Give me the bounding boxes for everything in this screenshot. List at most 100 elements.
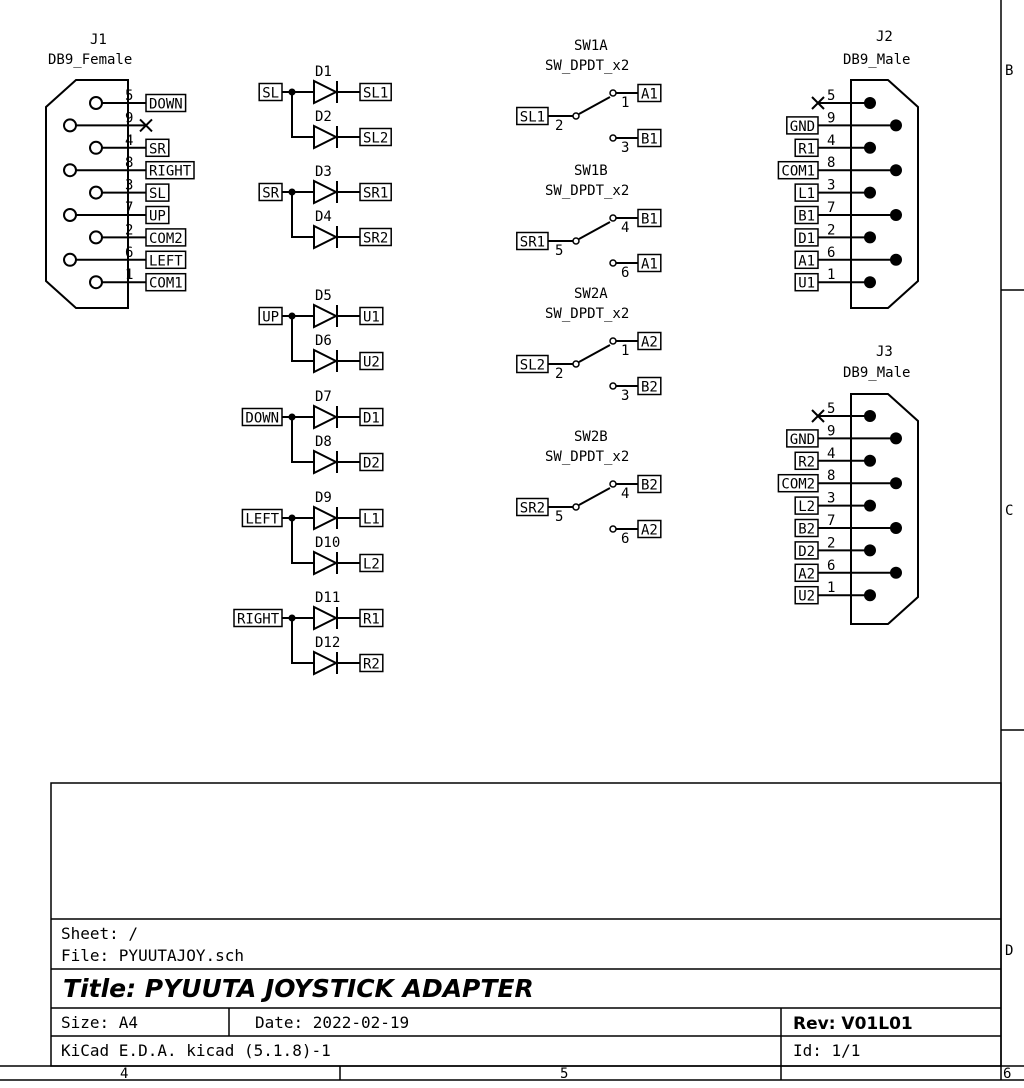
net-label-output-box — [359, 608, 384, 628]
pin-number: 6 — [621, 265, 629, 281]
net-label-box — [794, 541, 819, 560]
net-label-input: DOWN — [245, 411, 279, 427]
diode-symbol — [313, 303, 339, 329]
diode-symbol — [313, 605, 339, 631]
net-label-box — [145, 93, 187, 113]
switch-value: SW_DPDT_x2 — [545, 183, 629, 199]
net-label-box — [786, 429, 819, 448]
net-label-output: L2 — [363, 557, 380, 573]
net-label-box — [794, 563, 819, 583]
net-label: COM2 — [781, 477, 815, 493]
net-label-box — [794, 496, 819, 515]
tool-version: KiCad E.D.A. kicad (5.1.8)-1 — [61, 1041, 331, 1060]
pin-number: 4 — [125, 133, 133, 149]
net-label-output-box — [359, 227, 392, 247]
net-label-box — [794, 228, 819, 247]
diode-reference: D3 — [315, 164, 332, 180]
j3-reference: J3 — [876, 344, 893, 360]
net-label: R2 — [798, 454, 815, 470]
net-label-box — [145, 205, 170, 225]
net-label: GND — [790, 119, 815, 135]
net-label-box — [145, 228, 187, 247]
pin-number: 3 — [621, 140, 629, 156]
net-label-contact-box — [637, 128, 662, 148]
net-label-output-box — [359, 182, 392, 202]
net-label-common: SR1 — [520, 235, 545, 251]
pin-number: 2 — [827, 222, 835, 238]
switch-reference: SW2A — [574, 286, 608, 302]
net-label: D2 — [798, 544, 815, 560]
net-label-box — [786, 116, 819, 135]
net-label-box — [794, 205, 819, 225]
net-label-contact: B1 — [641, 132, 658, 148]
pin-number: 6 — [125, 245, 133, 261]
pin-number: 2 — [125, 222, 133, 238]
pin-number: 8 — [827, 155, 835, 171]
net-label-contact-box — [637, 376, 662, 396]
sheet-path: Sheet: / — [61, 924, 138, 943]
pin-number: 8 — [125, 155, 133, 171]
net-label-contact-box — [637, 474, 662, 494]
no-connect-marker — [811, 96, 825, 110]
net-label: COM1 — [149, 276, 183, 292]
net-label-output-box — [359, 508, 384, 528]
sheet-date: Date: 2022-02-19 — [255, 1013, 409, 1032]
net-label: RIGHT — [149, 164, 192, 180]
net-label-input: UP — [262, 310, 279, 326]
sheet-id: Id: 1/1 — [793, 1041, 860, 1060]
socket-pin — [63, 208, 77, 222]
pin-number: 4 — [621, 220, 629, 236]
net-label-box — [777, 160, 819, 180]
net-label-output: D1 — [363, 411, 380, 427]
diode-reference: D6 — [315, 333, 332, 349]
diode-symbol — [313, 449, 339, 475]
net-label-contact-box — [637, 519, 662, 539]
switch-value: SW_DPDT_x2 — [545, 306, 629, 322]
pin-number: 6 — [621, 531, 629, 547]
diode-symbol — [313, 650, 339, 676]
title-block: Sheet: / File: PYUUTAJOY.sch Title: PYUU… — [50, 782, 1002, 1067]
pin-number: 5 — [827, 401, 835, 417]
j2-reference: J2 — [876, 29, 893, 45]
diode-reference: D4 — [315, 209, 332, 225]
net-label: UP — [149, 209, 166, 225]
net-label: B2 — [798, 522, 815, 538]
pin-number: 5 — [555, 243, 563, 259]
net-label-contact: A1 — [641, 87, 658, 103]
pin-number: 7 — [125, 200, 133, 216]
no-connect-marker — [811, 409, 825, 423]
diode-symbol — [313, 348, 339, 374]
diode-reference: D10 — [315, 535, 340, 551]
net-label-box — [145, 183, 170, 202]
pin-number: 5 — [125, 88, 133, 104]
net-label-box — [794, 138, 819, 158]
net-label-contact-box — [637, 253, 662, 273]
diode-reference: D9 — [315, 490, 332, 506]
pin-number: 9 — [827, 110, 835, 126]
diode-symbol — [313, 179, 339, 205]
net-label-output: U2 — [363, 355, 380, 371]
pin-number: 9 — [125, 110, 133, 126]
diode-reference: D5 — [315, 288, 332, 304]
net-label: GND — [790, 432, 815, 448]
j1-value: DB9_Female — [48, 52, 132, 68]
net-label-common: SR2 — [520, 501, 545, 517]
net-label: R1 — [798, 141, 815, 157]
pin-number: 2 — [555, 366, 563, 382]
diode-symbol — [313, 124, 339, 150]
net-label-input: SR — [262, 186, 279, 202]
net-label: COM2 — [149, 231, 183, 247]
net-label-output: SL1 — [363, 86, 388, 102]
net-label-output-box — [359, 306, 384, 326]
zone-label-bottom: 6 — [1003, 1066, 1011, 1082]
switch-value: SW_DPDT_x2 — [545, 449, 629, 465]
socket-pin — [63, 163, 77, 178]
socket-pin — [89, 275, 103, 290]
diode-symbol — [313, 550, 339, 576]
pin-number: 4 — [621, 486, 629, 502]
